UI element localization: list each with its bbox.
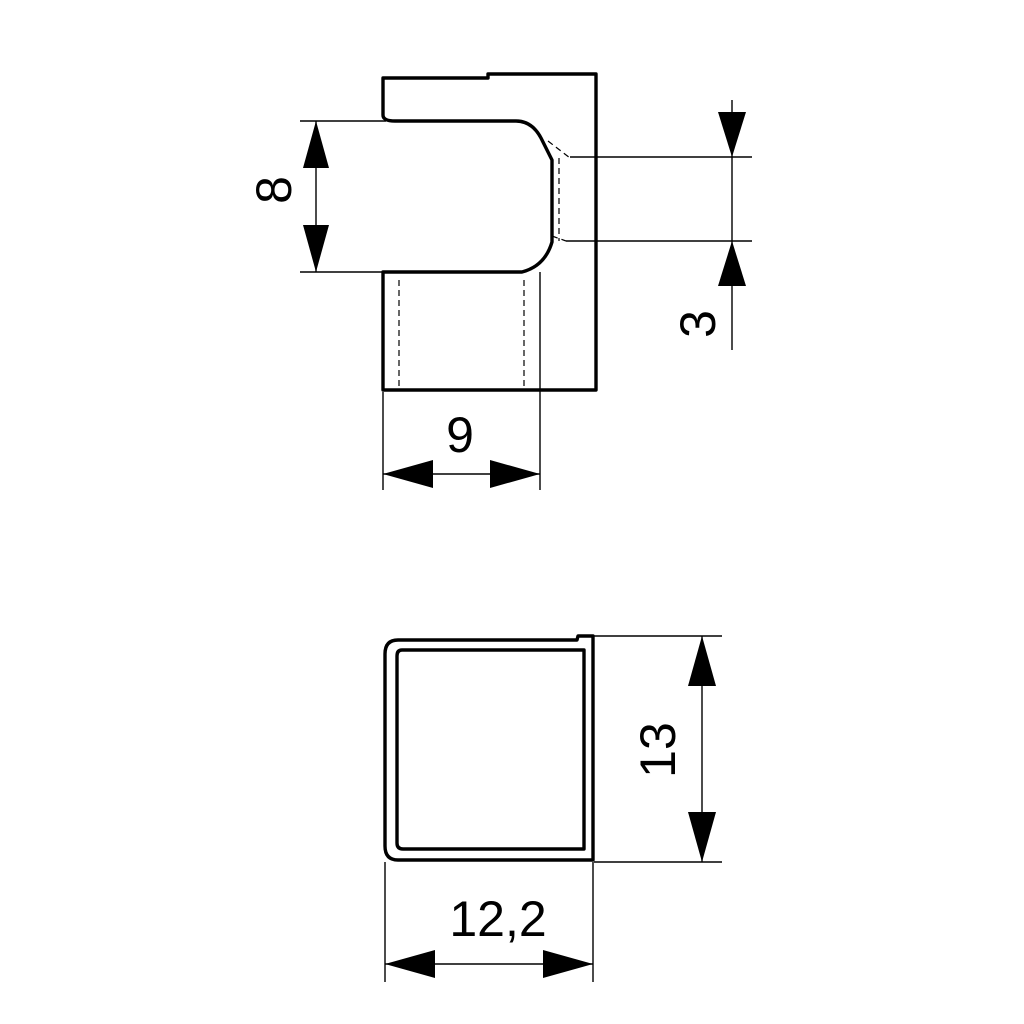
- arrowhead: [688, 636, 716, 686]
- dimension-hole-height: 3: [566, 100, 752, 350]
- dimension-label-slot-width: 9: [446, 407, 474, 463]
- arrowhead: [490, 460, 540, 488]
- dimension-slot-width: 9: [382, 272, 541, 490]
- cap-inner-outline: [395, 648, 586, 851]
- dimension-label-hole-height: 3: [670, 310, 726, 338]
- top-view: 8 3 9: [246, 72, 752, 490]
- dimension-label-cap-width: 12,2: [449, 891, 546, 947]
- dimension-label-slot-height: 8: [246, 176, 302, 204]
- top-view-outline: [381, 72, 598, 392]
- hidden-hole-taper-bottom: [551, 235, 567, 242]
- arrowhead: [718, 241, 746, 286]
- hidden-hole-taper-top: [547, 140, 571, 159]
- dimension-cap-width: 12,2: [384, 862, 594, 982]
- bottom-view: 13 12,2: [383, 634, 722, 982]
- arrowhead: [543, 950, 593, 978]
- arrowhead: [718, 112, 746, 157]
- arrowhead: [303, 121, 329, 168]
- arrowhead: [303, 225, 329, 272]
- cap-outer-outline: [383, 634, 595, 862]
- arrowhead: [688, 812, 716, 862]
- arrowhead: [383, 460, 433, 488]
- dimension-cap-height: 13: [594, 635, 722, 863]
- dimension-label-cap-height: 13: [630, 722, 686, 778]
- dimension-slot-height: 8: [246, 120, 386, 273]
- arrowhead: [385, 950, 435, 978]
